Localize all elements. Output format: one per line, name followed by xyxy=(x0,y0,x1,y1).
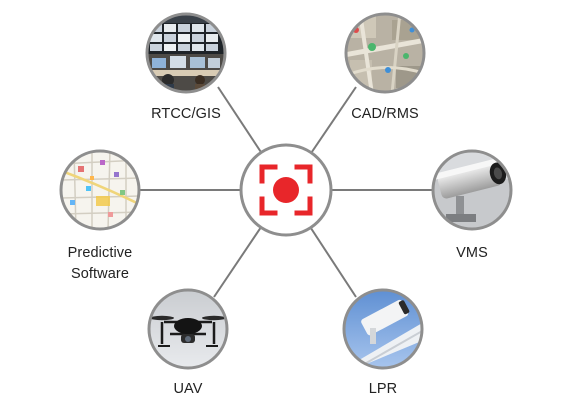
label-vms: VMS xyxy=(456,245,488,261)
label-predictive-software: Predictive Software xyxy=(44,243,156,285)
node-rtcc-gis xyxy=(145,12,227,94)
label-predictive-line2: Software xyxy=(70,266,130,282)
control-room-icon xyxy=(147,14,225,92)
node-uav xyxy=(147,288,229,370)
label-rtcc-gis: RTCC/GIS xyxy=(151,106,221,122)
label-uav: UAV xyxy=(173,381,203,397)
street-map-icon xyxy=(61,151,139,229)
label-lpr: LPR xyxy=(368,381,398,397)
node-lpr xyxy=(342,288,424,370)
record-camera-icon xyxy=(259,164,313,216)
drone-icon xyxy=(149,290,227,368)
node-cad-rms xyxy=(344,12,426,94)
node-predictive-software xyxy=(59,149,141,231)
hub-node xyxy=(239,143,333,237)
plate-reader-camera-icon xyxy=(344,290,422,368)
aerial-map-icon xyxy=(346,14,424,92)
security-camera-icon xyxy=(433,151,511,229)
node-vms xyxy=(431,149,513,231)
label-cad-rms: CAD/RMS xyxy=(351,106,419,122)
label-predictive-line1: Predictive xyxy=(67,245,133,261)
